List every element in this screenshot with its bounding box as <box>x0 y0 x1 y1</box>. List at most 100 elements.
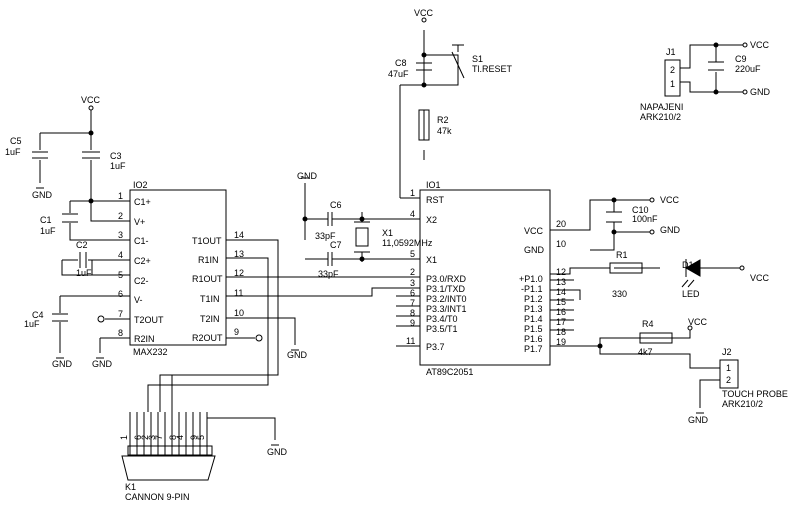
k1-pin-1: 1 <box>119 435 129 440</box>
io2-pin-4: 4C2+ <box>118 250 151 266</box>
io2-pin-5-name: C2- <box>134 276 149 286</box>
io1-part: AT89C2051 <box>426 367 473 377</box>
k1-ref: K1 <box>125 482 136 492</box>
j1-value: NAPAJENI <box>640 102 683 112</box>
r2-ref: R2 <box>437 115 449 125</box>
io1-pin-18-name: P1.6 <box>524 334 543 344</box>
c4-value: 1uF <box>24 319 40 329</box>
io1-pin-10-num: 10 <box>556 239 566 249</box>
j2-value: TOUCH PROBE <box>722 389 788 399</box>
c9-value: 220uF <box>735 64 761 74</box>
r2-value: 47k <box>437 126 452 136</box>
k1-pins: 1 6 2 7 3 8 4 9 5 <box>119 435 206 440</box>
io1-pin-1-num: 1 <box>410 188 415 198</box>
j1-pin-2: 2 <box>670 65 675 75</box>
j1-body <box>664 59 681 97</box>
io1-pin-20-num: 20 <box>556 219 566 229</box>
io1-pin-5-name: X1 <box>426 255 437 265</box>
c7-ref: C7 <box>330 240 342 250</box>
c3-ref: C3 <box>110 151 122 161</box>
io1-pin-7: 7P3.3/INT1 <box>410 298 467 314</box>
io2-pin-2-num: 2 <box>118 211 123 221</box>
io2-pin-9-name: R2OUT <box>192 333 223 343</box>
io2-pin-2-name: V+ <box>134 217 145 227</box>
vcc-label-c10: VCC <box>660 195 680 205</box>
power-labels: VCC VCC VCC VCC VCC VCC GND GND GND GND … <box>32 8 771 457</box>
io1-pin-5-num: 5 <box>410 249 415 259</box>
io1-pin-9: 9P3.5/T1 <box>410 318 458 334</box>
io1-pin-3-num: 3 <box>410 278 415 288</box>
io1-pin-4-name: X2 <box>426 215 437 225</box>
io1-body <box>419 189 551 366</box>
io1-pin-7-num: 7 <box>410 298 415 308</box>
io1-pin-16-num: 16 <box>556 307 566 317</box>
vcc-label-j1: VCC <box>750 40 770 50</box>
io1-pin-8-name: P3.4/T0 <box>426 314 458 324</box>
j2-body <box>719 359 739 389</box>
io1-pin-13: 13-P1.1 <box>521 277 566 294</box>
j2-pin-2: 2 <box>726 375 731 385</box>
vcc-label-r4: VCC <box>688 317 708 327</box>
io2-pin-10-name: T2IN <box>200 314 220 324</box>
symbols <box>32 44 724 481</box>
io2-pin-13-num: 13 <box>234 249 244 259</box>
k1-pin-4: 4 <box>175 435 185 440</box>
c5-ref: C5 <box>10 136 22 146</box>
io2-pin-6-name: V- <box>134 295 143 305</box>
io1-pin-4: 4X2 <box>410 209 437 225</box>
io1-pin-9-num: 9 <box>410 318 415 328</box>
io2-pin-1: 1C1+ <box>118 191 151 207</box>
k1-pin-7: 7 <box>154 435 164 440</box>
r1-ref: R1 <box>616 250 628 260</box>
io2-pin-14-num: 14 <box>234 230 244 240</box>
c1-value: 1uF <box>40 226 56 236</box>
k1-value: CANNON 9-PIN <box>125 492 190 502</box>
gnd-label-xtal: GND <box>297 171 318 181</box>
c2-ref: C2 <box>76 240 88 250</box>
c1-ref: C1 <box>40 215 52 225</box>
c2-value: 1uF <box>76 268 92 278</box>
io2-pin-1-num: 1 <box>118 191 123 201</box>
io2-pin-4-num: 4 <box>118 250 123 260</box>
c7-value: 33pF <box>318 269 339 279</box>
io2-pin-8-name: R2IN <box>134 334 155 344</box>
k1-pin-3: 3 <box>147 435 157 440</box>
k1-pin-9: 9 <box>189 435 199 440</box>
r4-value: 4k7 <box>638 347 653 357</box>
io1-right-stubs <box>550 279 574 331</box>
io2-pin-3-num: 3 <box>118 230 123 240</box>
io1-pin-9-name: P3.5/T1 <box>426 324 458 334</box>
io1-pin-8-num: 8 <box>410 308 415 318</box>
io2-pin-9-num: 9 <box>234 327 239 337</box>
io2-pin-12-num: 12 <box>234 268 244 278</box>
io2-pin-6-num: 6 <box>118 289 123 299</box>
io1-pin-17-num: 17 <box>556 317 566 327</box>
r1-value: 330 <box>612 289 627 299</box>
io1-pin-13-name: -P1.1 <box>521 284 543 294</box>
io1-pin-12: 12+P1.0 <box>519 267 566 284</box>
io1-pin-6-name: P3.2/INT0 <box>426 294 467 304</box>
io1-pin-11-num: 11 <box>406 336 415 346</box>
io1-pin-18-num: 18 <box>556 327 566 337</box>
io2-pin-5-num: 5 <box>118 270 123 280</box>
io2-pin-7-num: 7 <box>118 309 123 319</box>
s1-value: Tl.RESET <box>472 64 513 74</box>
io1-pin-14-name: P1.2 <box>524 294 543 304</box>
junctions <box>88 42 719 349</box>
io1-pin-20-name: VCC <box>524 226 544 236</box>
c4-ref: C4 <box>32 310 44 320</box>
io1-pin-10-name: GND <box>524 245 545 255</box>
io2-pin-3-name: C1- <box>134 236 149 246</box>
io1-pin-4-num: 4 <box>410 209 415 219</box>
